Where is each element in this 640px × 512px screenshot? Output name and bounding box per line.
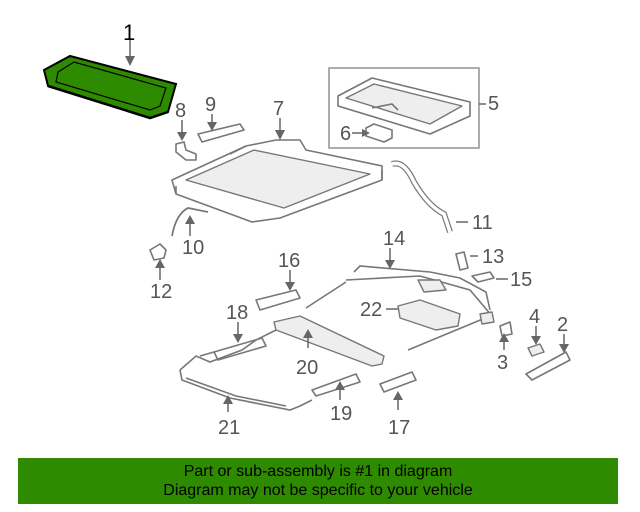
callout-7[interactable]: 7 [273,98,284,120]
parts-diagram: 1 5 6 7 8 9 10 [42,20,571,439]
footer-line-2: Diagram may not be specific to your vehi… [163,482,473,499]
callout-13[interactable]: 13 [482,246,504,268]
callout-6[interactable]: 6 [340,123,351,145]
footer-line-1: Part or sub-assembly is #1 in diagram [183,463,453,480]
part-6-clip[interactable] [365,123,393,143]
part-1-glass-panel[interactable] [42,54,178,120]
callout-2[interactable]: 2 [557,314,568,336]
part-22-motor[interactable] [397,299,461,331]
part-10-drain-hose[interactable] [171,207,209,237]
callout-19[interactable]: 19 [330,403,352,425]
callout-15[interactable]: 15 [510,269,532,291]
part-2-cover[interactable] [525,351,571,381]
callout-12[interactable]: 12 [150,281,172,303]
callout-3[interactable]: 3 [497,352,508,374]
callout-9[interactable]: 9 [205,94,216,116]
part-18-guide[interactable] [213,337,267,361]
part-12-grommet[interactable] [149,243,167,261]
part-7-frame[interactable] [171,139,383,223]
part-15-clip[interactable] [471,271,495,283]
part-8-bracket[interactable] [175,141,197,161]
part-9-seal[interactable] [197,123,245,143]
callout-17[interactable]: 17 [388,417,410,439]
callout-11[interactable]: 11 [472,212,493,234]
part-14-cable-assembly[interactable] [305,265,495,351]
callout-14[interactable]: 14 [383,228,405,250]
footer-banner: Part or sub-assembly is #1 in diagram Di… [18,458,618,504]
callout-4[interactable]: 4 [529,306,540,328]
callout-10[interactable]: 10 [182,237,204,259]
callout-18[interactable]: 18 [226,302,248,324]
part-17-bracket[interactable] [379,371,417,393]
part-4-pad[interactable] [527,343,545,357]
callout-20[interactable]: 20 [296,357,318,379]
callout-1[interactable]: 1 [123,20,135,45]
part-21-housing-frame[interactable] [179,329,313,411]
callout-8[interactable]: 8 [175,100,186,122]
callout-5[interactable]: 5 [488,93,499,115]
part-5-sunshade[interactable] [328,67,480,149]
part-19-guide[interactable] [311,373,361,397]
callout-21[interactable]: 21 [218,417,240,439]
callout-16[interactable]: 16 [278,250,300,272]
callout-22[interactable]: 22 [360,299,382,321]
part-20-deflector[interactable] [273,315,385,367]
part-11-drain-hose[interactable] [391,160,453,233]
part-13-connector[interactable] [455,251,469,271]
part-3-bracket[interactable] [499,321,513,337]
part-16-guide-rail[interactable] [255,289,301,311]
